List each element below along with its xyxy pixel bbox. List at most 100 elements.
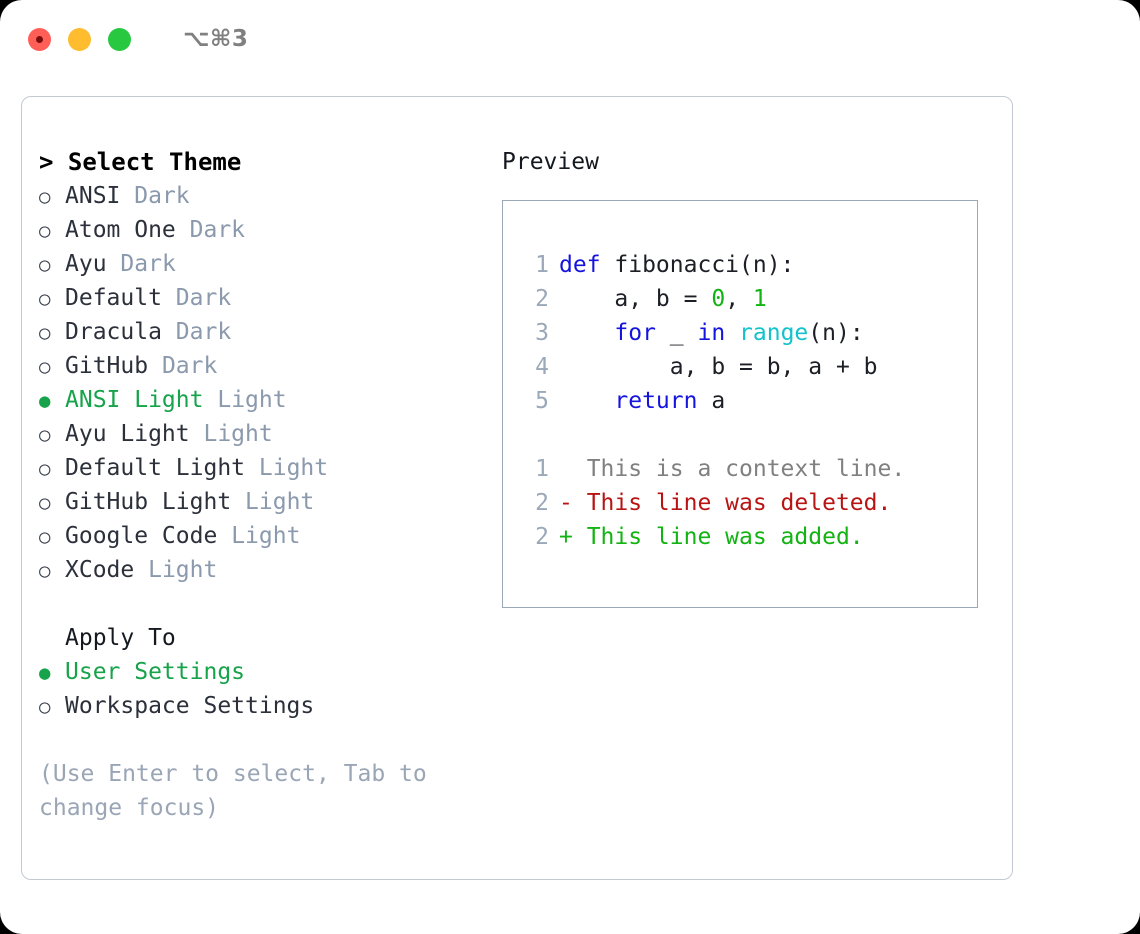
- radio-unselected-icon: ○: [39, 560, 51, 582]
- code-token: [559, 316, 614, 350]
- code-token: 1: [752, 286, 767, 312]
- theme-option-name: XCode: [65, 557, 135, 583]
- theme-option-variant: Light: [203, 421, 273, 447]
- theme-option-8[interactable]: ○ Default Light Light: [39, 451, 494, 485]
- theme-option-gap: [162, 315, 176, 349]
- diff-text: - This line was deleted.: [559, 490, 892, 516]
- radio-unselected-icon: ○: [39, 322, 51, 344]
- theme-option-name: Default Light: [65, 455, 246, 481]
- code-diff-separator: [503, 418, 977, 452]
- radio-unselected-icon: ○: [39, 356, 51, 378]
- theme-option-gap: [148, 349, 162, 383]
- theme-option-0[interactable]: ○ANSI Dark: [39, 179, 494, 213]
- theme-option-gap: [190, 417, 204, 451]
- theme-option-5[interactable]: ○GitHub Dark: [39, 349, 494, 383]
- code-line-2: 3 for _ in range(n):: [503, 316, 977, 350]
- code-line-0: 1 def fibonacci(n):: [503, 248, 977, 282]
- code-token: fibonacci(n):: [600, 252, 795, 278]
- theme-option-gap: [231, 485, 245, 519]
- theme-option-3[interactable]: ○ Default Dark: [39, 281, 494, 315]
- code-token: a, b = b, a + b: [559, 354, 878, 380]
- line-number: 2: [535, 524, 549, 550]
- theme-option-variant: Dark: [189, 217, 246, 243]
- diff-text: + This line was added.: [559, 524, 864, 550]
- line-number: 1: [535, 252, 549, 278]
- theme-list-header: > Select Theme: [39, 148, 242, 176]
- radio-unselected-icon: ○: [39, 526, 51, 548]
- theme-option-7[interactable]: ○Ayu Light Light: [39, 417, 494, 451]
- theme-list[interactable]: ○ANSI Dark○Atom One Dark○Ayu Dark○Defaul…: [39, 179, 494, 587]
- theme-option-name: Google Code: [65, 523, 218, 549]
- theme-option-variant: Light: [258, 455, 329, 481]
- theme-option-6[interactable]: ●ANSI Light Light: [39, 383, 494, 417]
- code-token: range: [739, 320, 809, 346]
- diff-text: This is a context line.: [559, 456, 906, 482]
- window-controls: [28, 27, 131, 51]
- keyboard-hint: (Use Enter to select, Tab to change focu…: [39, 761, 427, 821]
- radio-unselected-icon: ○: [39, 186, 51, 208]
- code-line-1: 2 a, b = 0, 1: [503, 282, 977, 316]
- title-bar: ⌥⌘3: [0, 0, 1140, 78]
- line-number: 1: [535, 456, 549, 482]
- theme-option-variant: Dark: [134, 183, 190, 209]
- theme-option-variant: Dark: [175, 285, 232, 311]
- code-token: for: [614, 320, 656, 346]
- close-button[interactable]: [28, 27, 51, 51]
- theme-option-10[interactable]: ○ Google Code Light: [39, 519, 494, 553]
- theme-option-1[interactable]: ○Atom One Dark: [39, 213, 494, 247]
- line-number: 3: [535, 320, 549, 346]
- theme-option-variant: Dark: [175, 319, 232, 345]
- theme-option-gap: [120, 179, 134, 213]
- theme-option-gap: [203, 383, 217, 417]
- theme-option-4[interactable]: ○Dracula Dark: [39, 315, 494, 349]
- theme-option-name: Default: [65, 285, 162, 311]
- code-token: def: [559, 252, 601, 278]
- theme-list-pane: > Select Theme ○ANSI Dark○Atom One Dark○…: [39, 145, 494, 825]
- code-token: _: [655, 320, 698, 346]
- diff-line-0: 1 This is a context line.: [503, 452, 977, 486]
- code-token: return: [614, 388, 698, 414]
- theme-option-variant: Dark: [161, 353, 218, 379]
- line-number: 5: [535, 388, 549, 414]
- theme-option-2[interactable]: ○Ayu Dark: [39, 247, 494, 281]
- minimize-button[interactable]: [68, 27, 91, 51]
- code-token: [725, 316, 739, 350]
- list-spacer: [39, 587, 494, 621]
- theme-option-gap: [107, 247, 121, 281]
- theme-option-variant: Light: [217, 387, 287, 413]
- apply-to-option-0[interactable]: ● User Settings: [39, 655, 494, 689]
- apply-to-option-name: Workspace Settings: [65, 693, 315, 719]
- apply-to-label: Apply To: [65, 625, 176, 651]
- theme-option-gap: [245, 451, 259, 485]
- theme-option-gap: [162, 281, 176, 315]
- line-number: 2: [535, 490, 549, 516]
- theme-option-variant: Light: [231, 523, 301, 549]
- theme-option-name: Ayu Light: [65, 421, 190, 447]
- radio-unselected-icon: ○: [39, 696, 51, 718]
- radio-unselected-icon: ○: [39, 288, 51, 310]
- theme-option-gap: [176, 213, 190, 247]
- radio-unselected-icon: ○: [39, 254, 51, 276]
- diff-line-2: 2 + This line was added.: [503, 520, 977, 554]
- theme-option-variant: Light: [148, 557, 218, 583]
- radio-unselected-icon: ○: [39, 220, 51, 242]
- apply-to-option-name: User Settings: [65, 659, 246, 685]
- keyboard-shortcut-label: ⌥⌘3: [183, 26, 249, 52]
- apply-to-option-1[interactable]: ○ Workspace Settings: [39, 689, 494, 723]
- theme-option-variant: Light: [245, 489, 315, 515]
- line-number: 2: [535, 286, 549, 312]
- code-token: a, b =: [559, 286, 712, 312]
- radio-selected-icon: ●: [39, 662, 51, 684]
- theme-option-name: ANSI Light: [65, 387, 204, 413]
- apply-to-list[interactable]: ● User Settings ○ Workspace Settings: [39, 655, 494, 723]
- theme-option-9[interactable]: ○GitHub Light Light: [39, 485, 494, 519]
- theme-option-11[interactable]: ○ XCode Light: [39, 553, 494, 587]
- line-number: 4: [535, 354, 549, 380]
- radio-unselected-icon: ○: [39, 458, 51, 480]
- radio-unselected-icon: ○: [39, 492, 51, 514]
- zoom-button[interactable]: [108, 27, 131, 51]
